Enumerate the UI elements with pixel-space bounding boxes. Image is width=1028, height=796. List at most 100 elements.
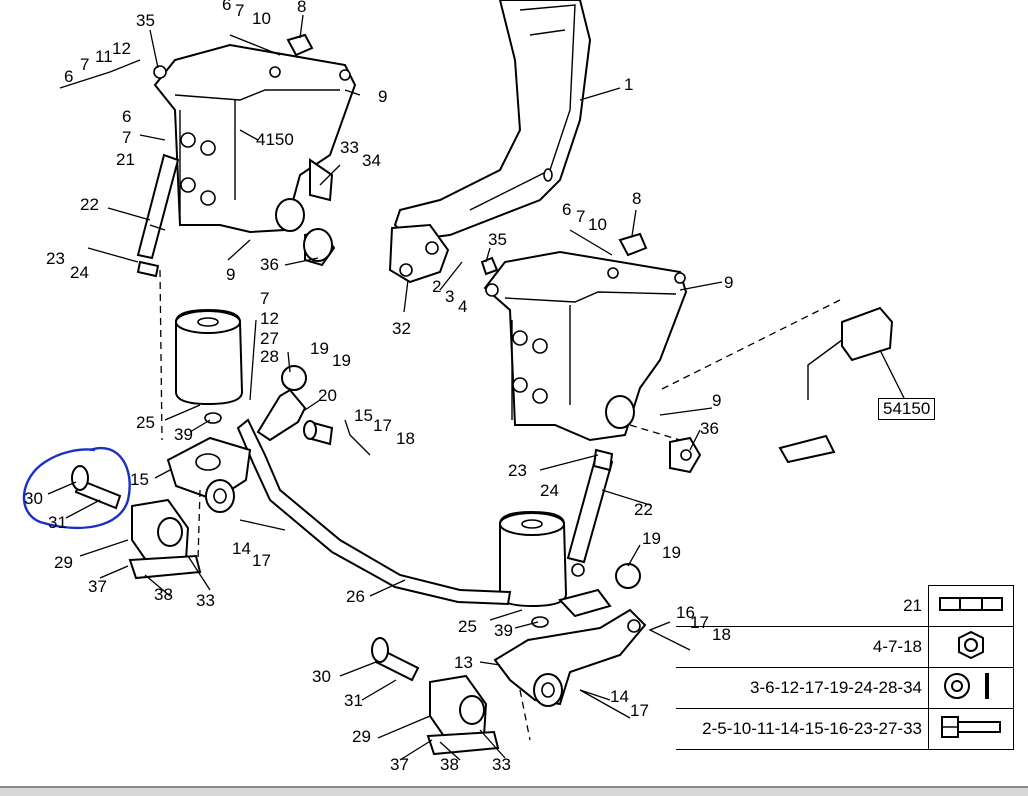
callout-33: 33 (492, 755, 511, 774)
annotation-circle (22, 446, 131, 529)
callout-33: 33 (196, 591, 215, 610)
callout-29: 29 (54, 553, 73, 572)
callout-17: 17 (373, 416, 392, 435)
centre-lines (159, 269, 841, 741)
callout-7: 7 (80, 55, 89, 74)
callout-6: 6 (64, 67, 73, 86)
legend-codes: 4-7-18 (676, 626, 929, 668)
pillow-block-upper (128, 498, 202, 580)
callout-7: 7 (235, 1, 244, 20)
callout-10: 10 (588, 215, 607, 234)
callout-26: 26 (346, 587, 365, 606)
legend-codes: 21 (676, 585, 929, 627)
callout-2: 2 (432, 277, 441, 296)
callout-19: 19 (662, 543, 681, 562)
callout-15: 15 (354, 406, 373, 425)
callout-24: 24 (70, 263, 89, 282)
callout-34: 34 (362, 151, 381, 170)
callout-6: 6 (122, 107, 131, 126)
legend-row: 4-7-18 (676, 626, 1014, 668)
mounting-plate (388, 223, 450, 284)
air-bellow-upper (175, 308, 244, 424)
legend-row: 3-6-12-17-19-24-28-34 (676, 667, 1014, 709)
callout-25: 25 (136, 413, 155, 432)
pillow-block-lower (426, 674, 500, 756)
bushing-36-upper (303, 228, 333, 262)
callout-24: 24 (540, 481, 559, 500)
callout-18: 18 (396, 429, 415, 448)
bushing-20 (303, 420, 334, 446)
callout-12: 12 (260, 309, 279, 328)
legend-codes: 2-5-10-11-14-15-16-23-27-33 (676, 708, 929, 750)
callout-10: 10 (252, 9, 271, 28)
washer-19 (281, 365, 641, 589)
callout-36: 36 (260, 255, 279, 274)
callout-6: 6 (222, 0, 231, 14)
callout-12: 12 (112, 39, 131, 58)
hardware-legend: 21 4-7-18 3-6-12-17-19-24-28-34 2-5-10-1… (676, 585, 1014, 750)
shock-absorber-upper (136, 153, 180, 278)
callout-1: 1 (624, 75, 633, 94)
air-bellow-lower (499, 510, 568, 628)
reference-number-box: 54150 (878, 398, 936, 420)
washer-icon (928, 667, 1014, 709)
callout-19: 19 (310, 339, 329, 358)
callout-15: 15 (130, 470, 149, 489)
callout-19: 19 (642, 529, 661, 548)
callout-21: 21 (116, 150, 135, 169)
callout-3: 3 (445, 287, 454, 306)
callout-9: 9 (378, 87, 387, 106)
callout-25: 25 (458, 617, 477, 636)
callout-4150: 4150 (256, 130, 294, 149)
callout-39: 39 (174, 425, 193, 444)
callout-9: 9 (724, 273, 733, 292)
callout-27: 27 (260, 329, 279, 348)
callout-23: 23 (508, 461, 527, 480)
callout-33: 33 (340, 138, 359, 157)
callout-11: 11 (95, 47, 113, 66)
callout-36: 36 (700, 419, 719, 438)
callout-23: 23 (46, 249, 65, 268)
frame-bracket (393, 0, 592, 242)
callout-19: 19 (332, 351, 351, 370)
callout-9: 9 (226, 265, 235, 284)
callout-35: 35 (136, 11, 155, 30)
callout-38: 38 (154, 585, 173, 604)
callout-37: 37 (88, 577, 107, 596)
height-sensor (778, 306, 894, 464)
spring-hanger-right (480, 232, 702, 474)
callout-8: 8 (632, 189, 641, 208)
window-bottom-edge (0, 786, 1028, 796)
callout-13: 13 (454, 653, 473, 672)
callout-7: 7 (576, 207, 585, 226)
callout-17: 17 (630, 701, 649, 720)
callout-22: 22 (80, 195, 99, 214)
leader-lines (47, 14, 906, 761)
callout-14: 14 (232, 539, 251, 558)
callout-35: 35 (488, 230, 507, 249)
callout-7: 7 (122, 128, 131, 147)
axle-bracket-upper (166, 436, 252, 513)
callout-29: 29 (352, 727, 371, 746)
callout-7: 7 (260, 289, 269, 308)
anti-roll-bar (236, 388, 612, 618)
callout-30: 30 (24, 489, 43, 508)
callout-17: 17 (252, 551, 271, 570)
legend-row: 2-5-10-11-14-15-16-23-27-33 (676, 708, 1014, 750)
callout-31: 31 (344, 691, 363, 710)
callout-38: 38 (440, 755, 459, 774)
legend-codes: 3-6-12-17-19-24-28-34 (676, 667, 929, 709)
legend-row: 21 (676, 585, 1014, 627)
callout-4: 4 (458, 297, 467, 316)
hex-bolt-icon (928, 708, 1014, 750)
shock-absorber-lower (566, 448, 614, 577)
callout-32: 32 (392, 319, 411, 338)
callout-20: 20 (318, 386, 337, 405)
pin-30-lower (371, 637, 420, 682)
pin-30-upper (71, 465, 122, 510)
callout-28: 28 (260, 347, 279, 366)
callout-39: 39 (494, 621, 513, 640)
callout-8: 8 (297, 0, 306, 16)
bolt-pair-icon (928, 585, 1014, 627)
